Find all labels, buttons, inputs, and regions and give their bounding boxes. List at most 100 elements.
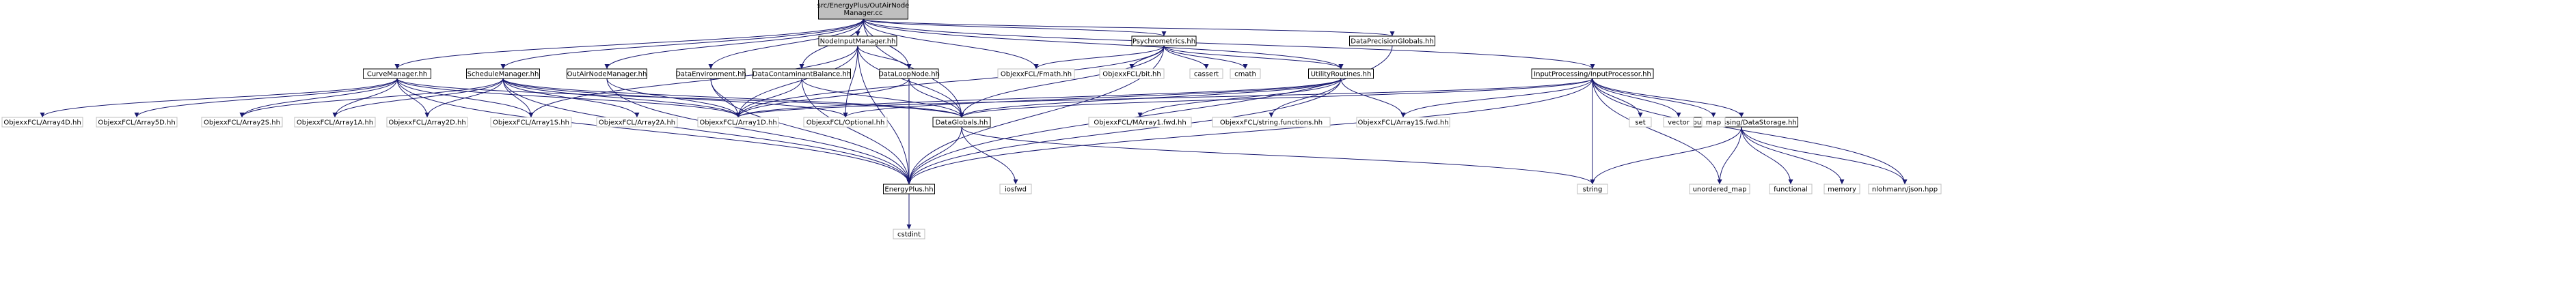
node-box	[1689, 184, 1750, 194]
node-map[interactable]: map	[1701, 117, 1726, 128]
node-box	[879, 68, 939, 79]
node-stringfunctions[interactable]: ObjexxFCL/string.functions.hh	[1212, 117, 1331, 128]
node-memory[interactable]: memory	[1823, 184, 1860, 194]
edge-datastorage-to-json	[1741, 126, 1908, 185]
node-dataglobals[interactable]: DataGlobals.hh	[932, 117, 991, 128]
node-string[interactable]: string	[1577, 184, 1608, 194]
node-curvemanager[interactable]: CurveManager.hh	[363, 68, 431, 79]
node-box	[753, 68, 851, 79]
edge-root-to-utilityroutines	[863, 18, 1344, 70]
node-vector[interactable]: vector	[1663, 117, 1694, 128]
node-label: DataGlobals.hh	[936, 119, 988, 127]
node-nodeinputmanager[interactable]: NodeInputManager.hh	[818, 35, 897, 46]
node-utilityroutines[interactable]: UtilityRoutines.hh	[1308, 68, 1374, 79]
edge-dataglobals-to-string	[961, 126, 1595, 185]
node-box	[818, 0, 908, 20]
node-schedulemanager[interactable]: ScheduleManager.hh	[466, 68, 540, 79]
node-psychrometrics[interactable]: Psychrometrics.hh	[1131, 35, 1197, 46]
node-functional[interactable]: functional	[1769, 184, 1813, 194]
node-dataloopnode[interactable]: DataLoopNode.hh	[878, 68, 940, 79]
node-box	[1701, 117, 1726, 128]
node-dataenvironment[interactable]: DataEnvironment.hh	[675, 68, 746, 79]
node-array2s[interactable]: ObjexxFCL/Array2S.hh	[201, 117, 283, 128]
edge-inputprocessor-to-json	[1592, 78, 1908, 185]
edge-curvemanager-to-array2d	[396, 78, 430, 118]
node-energyplus[interactable]: EnergyPlus.hh	[883, 184, 935, 194]
node-dataprecisionglobals[interactable]: DataPrecisionGlobals.hh	[1349, 35, 1435, 46]
edge-utilityroutines-to-array1d	[735, 78, 1342, 118]
node-box	[893, 229, 925, 240]
node-box	[1230, 68, 1261, 79]
edge-inputprocessor-to-array1sfwd	[1400, 78, 1593, 118]
node-label: ObjexxFCL/Fmath.hh	[1001, 71, 1072, 78]
edge-utilityroutines-to-array1sfwd	[1340, 78, 1406, 118]
edge-utilityroutines-to-marray1fwd	[1137, 78, 1342, 118]
node-box	[96, 117, 178, 128]
node-label: ObjexxFCL/Array2D.hh	[388, 119, 465, 127]
node-cmath[interactable]: cmath	[1230, 68, 1261, 79]
edge-inputprocessor-to-array1d	[735, 78, 1593, 118]
node-root: src/EnergyPlus/OutAirNodeManager.cc	[817, 0, 909, 20]
edge-curvemanager-to-energyplus	[396, 78, 912, 185]
node-box	[1356, 117, 1450, 128]
node-array2d[interactable]: ObjexxFCL/Array2D.hh	[386, 117, 468, 128]
node-label: ScheduleManager.hh	[467, 71, 539, 78]
edge-curvemanager-to-array4d	[40, 78, 398, 118]
node-label: DataContaminantBalance.hh	[753, 71, 851, 78]
node-label: DataPrecisionGlobals.hh	[1351, 38, 1433, 46]
edge-schedulemanager-to-energyplus	[502, 78, 912, 185]
node-array1a[interactable]: ObjexxFCL/Array1A.hh	[294, 117, 376, 128]
edge-dataprecisionglobals-to-energyplus	[906, 45, 1393, 185]
node-set[interactable]: set	[1629, 117, 1652, 128]
edge-root-to-outairnodemanager	[604, 18, 864, 70]
edge-root-to-psychrometrics	[863, 18, 1167, 37]
edge-dataenvironment-to-energyplus	[710, 78, 912, 185]
node-optional[interactable]: ObjexxFCL/Optional.hh	[803, 117, 888, 128]
edge-psychrometrics-to-array1d	[735, 45, 1165, 118]
edge-nodeinputmanager-to-array1s	[528, 45, 858, 118]
node-marray1fwd[interactable]: ObjexxFCL/MArray1.fwd.hh	[1088, 117, 1192, 128]
node-box	[1088, 117, 1192, 128]
node-box	[676, 68, 746, 79]
node-label: ObjexxFCL/Array4D.hh	[3, 119, 81, 127]
edge-inputprocessor-to-vector	[1592, 78, 1681, 118]
node-array4d[interactable]: ObjexxFCL/Array4D.hh	[1, 117, 83, 128]
node-array2a[interactable]: ObjexxFCL/Array2A.hh	[596, 117, 678, 128]
node-box	[1769, 184, 1813, 194]
edge-dataloopnode-to-array1d	[735, 78, 910, 118]
node-array5d[interactable]: ObjexxFCL/Array5D.hh	[96, 117, 178, 128]
node-cassert[interactable]: cassert	[1189, 68, 1223, 79]
node-box	[1308, 68, 1374, 79]
node-cstdint[interactable]: cstdint	[893, 229, 925, 240]
node-box	[1099, 68, 1165, 79]
node-outairnodemanager[interactable]: OutAirNodeManager.hh	[567, 68, 647, 79]
node-label: ObjexxFCL/Array2A.hh	[599, 119, 675, 127]
node-iosfwd[interactable]: iosfwd	[999, 184, 1032, 194]
edge-curvemanager-to-array1d	[396, 78, 741, 118]
edge-outairnodemanager-to-energyplus	[606, 78, 912, 185]
edge-schedulemanager-to-array1d	[502, 78, 741, 118]
edge-nodeinputmanager-to-dataloopnode	[857, 45, 912, 70]
node-datacontaminantbalance[interactable]: DataContaminantBalance.hh	[753, 68, 851, 79]
node-array1sfwd[interactable]: ObjexxFCL/Array1S.fwd.hh	[1356, 117, 1450, 128]
node-bit[interactable]: ObjexxFCL/bit.hh	[1099, 68, 1165, 79]
node-box	[201, 117, 283, 128]
node-inputprocessor[interactable]: InputProcessing/InputProcessor.hh	[1531, 68, 1654, 79]
node-array1d[interactable]: ObjexxFCL/Array1D.hh	[697, 117, 779, 128]
node-fmath[interactable]: ObjexxFCL/Fmath.hh	[997, 68, 1075, 79]
edge-psychrometrics-to-cmath	[1163, 45, 1248, 70]
edge-utilityroutines-to-energyplus	[906, 78, 1342, 185]
edge-inputprocessor-to-energyplus	[906, 78, 1593, 185]
edge-schedulemanager-to-array1s	[502, 78, 534, 118]
node-json[interactable]: nlohmann/json.hpp	[1868, 184, 1942, 194]
edge-inputprocessor-to-dataglobals	[959, 78, 1593, 118]
node-label: InputProcessing/DataStorage.hh	[1686, 119, 1797, 127]
node-label: DataLoopNode.hh	[878, 71, 940, 78]
node-box	[466, 68, 540, 79]
node-unordered-map[interactable]: unordered_map	[1689, 184, 1750, 194]
node-array1s[interactable]: ObjexxFCL/Array1S.hh	[490, 117, 572, 128]
node-box	[697, 117, 779, 128]
edge-psychrometrics-to-fmath	[1033, 45, 1165, 70]
node-label: vector	[1668, 119, 1690, 127]
node-label: cassert	[1194, 71, 1219, 78]
